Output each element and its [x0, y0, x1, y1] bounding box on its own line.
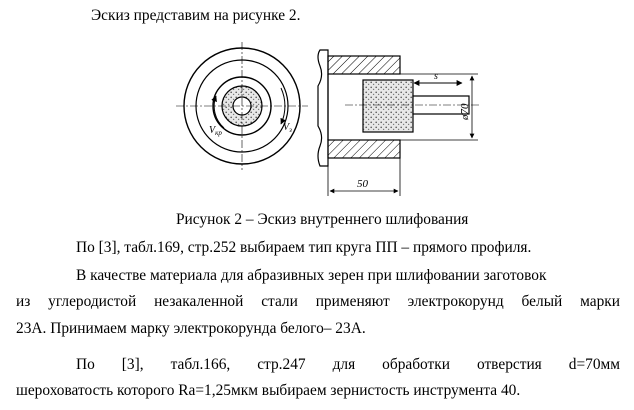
grinding-sketch: Vкр Vз s ø70 50: [176, 42, 480, 196]
intro-line: Эскиз представим на рисунке 2.: [91, 7, 301, 24]
paragraph-2-line-3: 23А. Принимаем марку электрокорунда бело…: [16, 320, 366, 337]
paragraph-2-line-1: В качестве материала для абразивных зере…: [76, 267, 547, 284]
diameter-label: ø70: [459, 103, 471, 121]
length-label: 50: [357, 178, 369, 190]
grinding-wheel: [362, 79, 414, 133]
figure-caption: Рисунок 2 – Эскиз внутреннего шлифования: [176, 211, 469, 228]
paragraph-2-line-2: из углеродистой незакаленной стали приме…: [16, 293, 620, 310]
paragraph-3-line-2: шероховатость которого Ra=1,25мкм выбира…: [16, 382, 521, 399]
v-z-label: Vз: [283, 122, 292, 134]
rotation-arrow-workpiece: [280, 87, 286, 125]
sleeve-top-wall: [327, 55, 401, 75]
front-view: Vкр Vз: [176, 42, 308, 170]
rotation-arrow-wheel: [211, 95, 225, 129]
sleeve-bottom-wall: [327, 139, 401, 159]
section-view: s ø70 50: [317, 49, 480, 196]
chuck-outline: [317, 49, 329, 167]
paragraph-3-line-1: По [3], табл.166, стр.247 для обработки …: [76, 356, 620, 373]
feed-label: s: [434, 71, 438, 82]
paragraph-1: По [3], табл.169, стр.252 выбираем тип к…: [76, 239, 532, 256]
v-kr-label: Vкр: [209, 125, 222, 137]
